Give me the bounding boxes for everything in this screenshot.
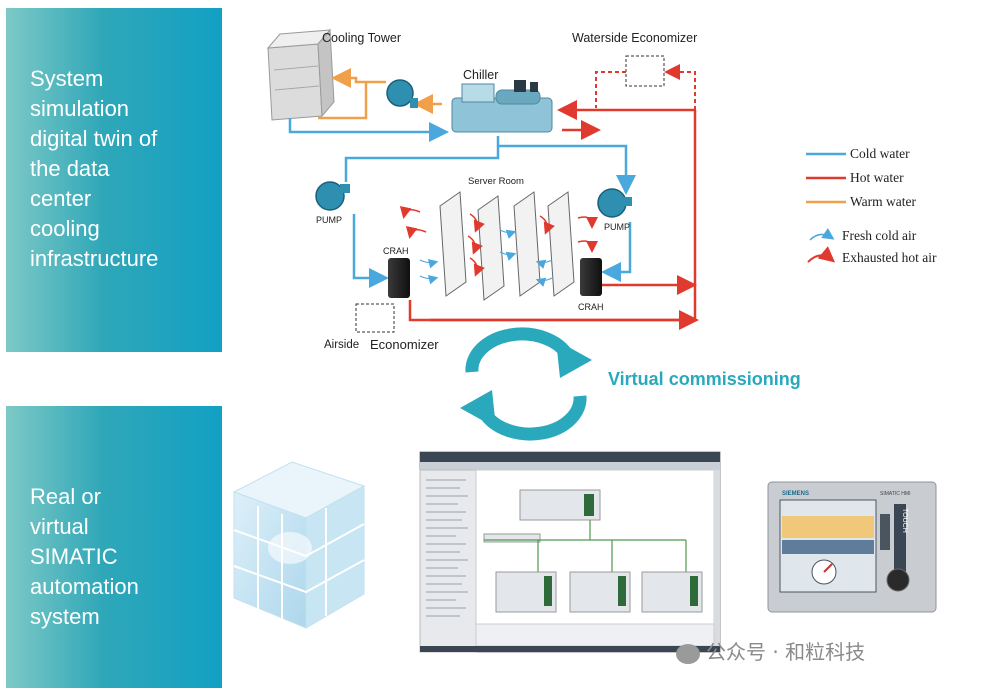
top-panel-line: simulation (30, 96, 130, 121)
cold-water-line (352, 214, 389, 288)
pump-icon (386, 79, 418, 108)
bottom-panel-text: Real or virtual SIMATIC automation syste… (30, 482, 210, 632)
legend-label: Fresh cold air (842, 228, 917, 243)
crah-right-label: CRAH (578, 302, 604, 312)
bottom-panel (6, 406, 222, 688)
legend: Cold water Hot water Warm water Fresh co… (806, 146, 937, 265)
cooling-tower-label: Cooling Tower (322, 31, 401, 45)
crah-left-icon (388, 258, 410, 298)
pump-icon (315, 181, 350, 211)
top-panel-line: digital twin of (30, 126, 158, 151)
cold-water-line (601, 222, 632, 282)
hmi-side-label: TOUCH (901, 508, 908, 533)
engineering-software-window (419, 451, 721, 653)
bottom-panel-line: virtual (30, 514, 89, 539)
top-panel-text: System simulation digital twin of the da… (30, 64, 210, 274)
legend-label: Hot water (850, 170, 904, 185)
hmi-brand-label: SIEMENS (782, 491, 809, 497)
legend-swatch (807, 246, 836, 263)
bottom-panel-line: automation (30, 574, 139, 599)
hot-water-dashed (595, 71, 626, 108)
cycle-arrowhead-icon (460, 390, 496, 428)
bottom-panel-line: SIMATIC (30, 544, 118, 569)
virtual-commissioning-label: Virtual commissioning (608, 369, 801, 389)
server-rack-group (439, 191, 575, 301)
legend-label: Warm water (850, 194, 917, 209)
cold-air-arrows (419, 229, 553, 287)
watermark: 公众号 · 和粒科技 (676, 636, 865, 665)
hot-water-dashed (664, 64, 696, 110)
waterside-economizer-box (625, 55, 665, 87)
hmi-panel (767, 481, 937, 613)
top-panel-line: the data (30, 156, 110, 181)
hot-water-line (408, 300, 699, 330)
bottom-panel-line: Real or (30, 484, 101, 509)
cooling-tower-icon (266, 28, 335, 121)
airside-label: Airside (324, 339, 359, 351)
hot-air-arrows (399, 205, 598, 277)
warm-water-line (331, 68, 386, 88)
watermark-text: 公众号 · 和粒科技 (706, 640, 866, 664)
hmi-model-label: SIMATIC HMI (880, 491, 910, 497)
waterside-economizer-label: Waterside Economizer (572, 31, 697, 45)
cold-water-line (288, 118, 449, 142)
wechat-icon (676, 643, 700, 664)
crah-left-label: CRAH (383, 246, 409, 256)
transparent-cube-icon (232, 461, 366, 629)
economizer-label: Economizer (370, 337, 439, 352)
crah-right-icon (580, 258, 602, 296)
top-panel-line: cooling (30, 216, 100, 241)
top-panel-line: center (30, 186, 92, 211)
pump-icon (597, 188, 632, 218)
airside-economizer-box (355, 303, 395, 333)
top-panel (6, 8, 222, 352)
legend-label: Cold water (850, 146, 910, 161)
chiller-label: Chiller (463, 68, 498, 82)
top-panel-line: System (30, 66, 104, 91)
warm-water-line (318, 82, 368, 120)
bottom-panel-line: system (30, 604, 100, 629)
legend-label: Exhausted hot air (842, 250, 937, 265)
cold-water-line (498, 144, 636, 195)
legend-swatch (809, 228, 835, 241)
pump-left-label: PUMP (316, 215, 342, 225)
cycle-arrowhead-icon (556, 340, 592, 378)
chiller-icon (451, 80, 553, 133)
pump-right-label: PUMP (604, 222, 630, 232)
server-room-label: Server Room (468, 176, 524, 187)
top-panel-line: infrastructure (30, 246, 159, 271)
